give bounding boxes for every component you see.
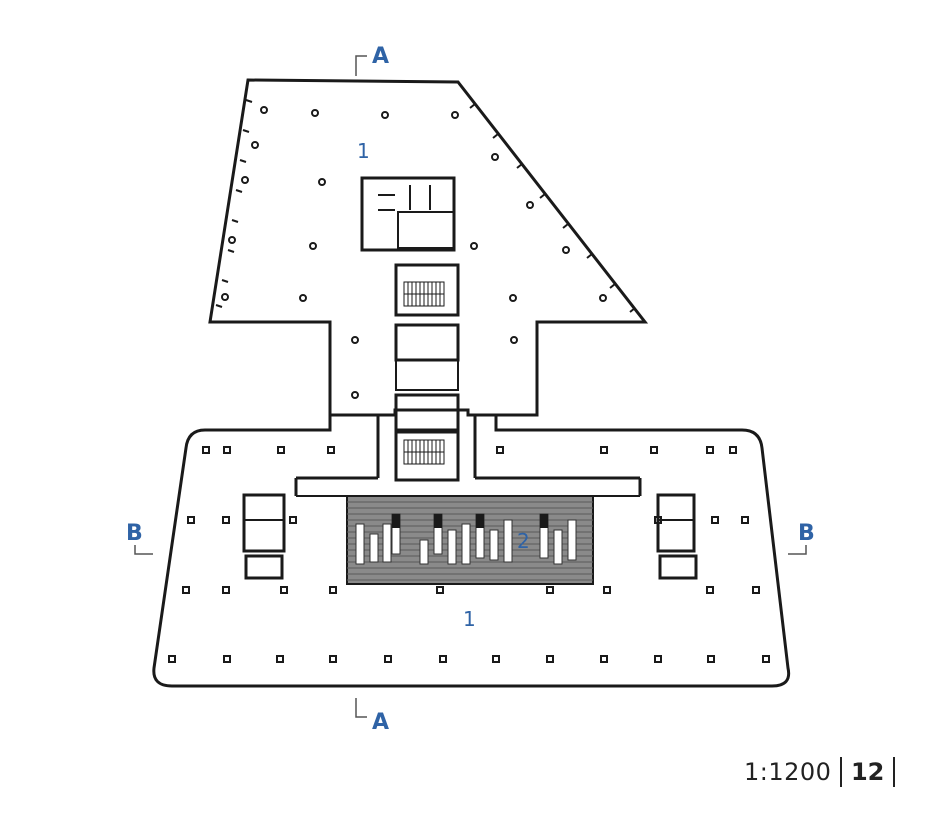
room-label-central: 2: [517, 529, 530, 553]
stair-lower: [403, 439, 445, 465]
facade-ticks-right: [469, 103, 636, 313]
core: [360, 176, 460, 482]
section-marker-b-left: B: [126, 521, 143, 546]
lower-columns: [168, 446, 770, 663]
room-label-lower: 1: [463, 607, 476, 631]
page-footer: 1:1200 12: [744, 752, 904, 792]
section-marker-a-bottom: A: [372, 710, 389, 735]
footer-divider-right: [893, 757, 895, 787]
lower-wing-outline: [152, 415, 791, 688]
upper-wing: [208, 78, 649, 417]
section-marker-a-top: A: [372, 44, 389, 69]
section-line-a-bottom: [355, 698, 367, 718]
room-label-upper: 1: [357, 139, 370, 163]
side-cores: [242, 493, 698, 580]
central-zone: [346, 495, 594, 585]
upper-wing-outline: [208, 78, 649, 417]
stair-upper: [403, 281, 445, 307]
scale-label: 1:1200: [744, 758, 832, 786]
footer-divider-left: [840, 757, 842, 787]
page-number: 12: [850, 758, 885, 786]
section-line-b-right: [788, 545, 807, 555]
connector: [294, 415, 642, 497]
section-line-a-top: [355, 55, 367, 76]
lower-wing: [152, 415, 791, 688]
facade-ticks-left: [215, 99, 253, 308]
section-line-b-left: [134, 545, 153, 555]
section-marker-b-right: B: [798, 521, 815, 546]
upper-columns: [221, 106, 607, 399]
